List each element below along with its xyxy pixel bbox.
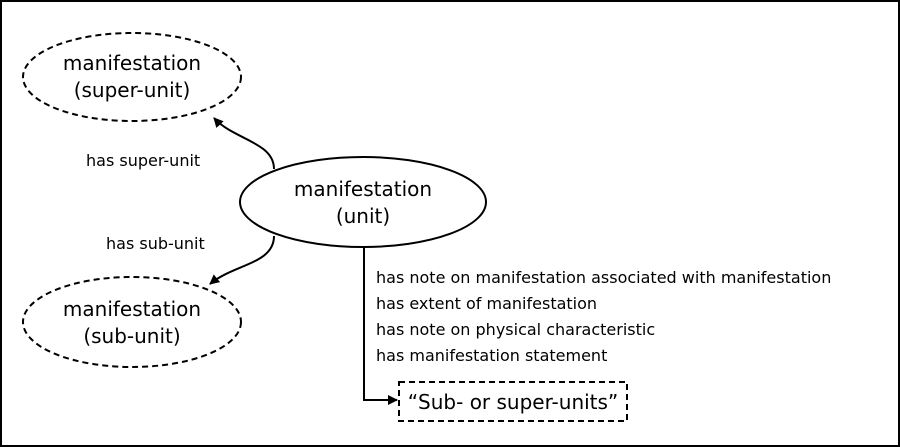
sub-unit-node-label: manifestation (sub-unit)	[23, 296, 241, 350]
edge-properties-arrow	[363, 248, 398, 405]
sub-unit-title: manifestation	[62, 297, 202, 321]
edge-super-unit-arrow	[213, 117, 275, 170]
property-item: has note on manifestation associated wit…	[376, 268, 832, 287]
target-box	[398, 381, 628, 422]
super-unit-title: manifestation	[62, 51, 202, 75]
target-label: “Sub- or super-units”	[407, 390, 619, 414]
unit-qualifier: (unit)	[335, 204, 391, 228]
property-item: has note on physical characteristic	[376, 320, 656, 339]
unit-title: manifestation	[293, 177, 433, 201]
unit-node-label: manifestation (unit)	[240, 176, 486, 230]
edge-label-sub-unit: has sub-unit	[106, 234, 205, 253]
property-item: has extent of manifestation	[376, 294, 598, 313]
super-unit-ellipse	[22, 32, 242, 122]
edge-sub-unit-arrow	[209, 235, 275, 285]
super-unit-qualifier: (super-unit)	[73, 78, 191, 102]
property-list: has note on manifestation associated wit…	[376, 265, 831, 369]
edge-label-super-unit: has super-unit	[86, 151, 201, 170]
unit-ellipse	[239, 156, 487, 248]
sub-unit-ellipse	[22, 276, 242, 368]
super-unit-node-label: manifestation (super-unit)	[23, 50, 241, 104]
sub-unit-qualifier: (sub-unit)	[83, 324, 181, 348]
property-item: has manifestation statement	[376, 346, 608, 365]
